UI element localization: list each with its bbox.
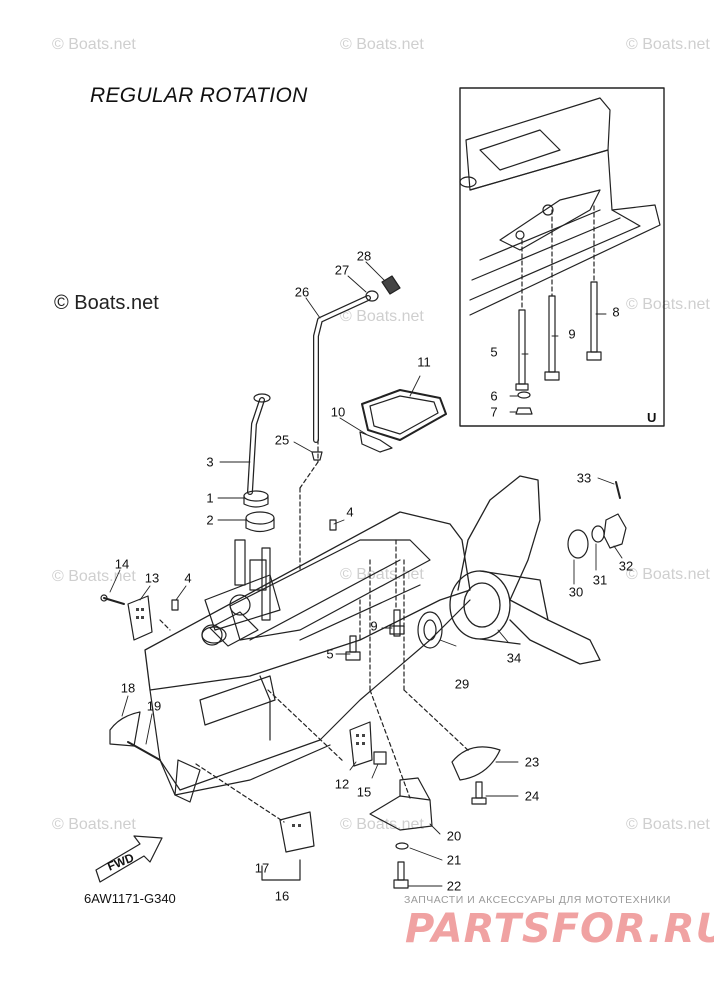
callout-4: 4: [184, 570, 192, 586]
bolts: [345, 609, 405, 765]
callout-15: 15: [356, 784, 372, 800]
inset-housing: [459, 97, 661, 316]
watermark: © Boats.net: [340, 36, 424, 53]
callout-1: 1: [206, 490, 214, 506]
copyright-note: © Boats.net: [54, 292, 159, 314]
callout-14: 14: [114, 556, 130, 572]
watermark: © Boats.net: [340, 816, 424, 833]
callout-12: 12: [334, 776, 350, 792]
watermark: © Boats.net: [626, 36, 710, 53]
drawing-code: 6AW1171-G340: [84, 891, 176, 906]
callout-5: 5: [490, 344, 498, 360]
callout-17: 17: [254, 860, 270, 876]
callout-25: 25: [274, 432, 290, 448]
callout-4b: 4: [346, 504, 354, 520]
cover: [451, 746, 501, 781]
callout-33: 33: [576, 470, 592, 486]
leader-lines: [159, 439, 471, 823]
callout-30: 30: [568, 584, 584, 600]
callout-11: 11: [417, 354, 431, 370]
spacer: [567, 529, 589, 559]
trim-tab: [109, 711, 141, 747]
callout-27: 27: [334, 262, 350, 278]
callout-bracket: [261, 859, 301, 881]
callout-18: 18: [120, 680, 136, 696]
water-pump: [201, 539, 281, 646]
callout-3: 3: [206, 454, 214, 470]
callout-8: 8: [612, 304, 620, 320]
callout-22: 22: [446, 878, 462, 894]
propeller: [449, 475, 601, 665]
callout-9b: 9: [370, 618, 378, 634]
watermark: © Boats.net: [340, 308, 424, 325]
watermark: © Boats.net: [626, 296, 710, 313]
brand-tagline: ЗАПЧАСТИ И АКСЕССУАРЫ ДЛЯ МОТОТЕХНИКИ: [404, 894, 671, 906]
inset-frame: [459, 87, 665, 427]
callout-leaders: [109, 261, 623, 887]
callout-34: 34: [506, 650, 522, 666]
callout-21: 21: [446, 852, 462, 868]
callout-32: 32: [618, 558, 634, 574]
grommets: [243, 490, 275, 533]
brand-logo: PARTSFOR.RU: [405, 906, 714, 952]
seal: [359, 389, 447, 453]
callout-9: 9: [568, 326, 576, 342]
callout-7: 7: [490, 404, 498, 420]
callout-19: 19: [146, 698, 162, 714]
inset-bolts: [515, 281, 602, 415]
watermark: © Boats.net: [626, 816, 710, 833]
callout-26: 26: [294, 284, 310, 300]
lower-unit-housing: [144, 511, 471, 803]
callout-31: 31: [592, 572, 608, 588]
thrust-washer: [417, 611, 443, 649]
prop-nut: [603, 513, 627, 549]
callout-5b: 5: [326, 646, 334, 662]
callout-6: 6: [490, 388, 498, 404]
callout-20: 20: [446, 828, 462, 844]
watermark: © Boats.net: [626, 566, 710, 583]
inset-label: U: [647, 410, 657, 425]
callout-23: 23: [524, 754, 540, 770]
washer: [591, 525, 605, 543]
callout-28: 28: [356, 248, 372, 264]
callout-2: 2: [206, 512, 214, 528]
plate: [369, 795, 433, 831]
watermark: © Boats.net: [52, 816, 136, 833]
watermark: © Boats.net: [52, 36, 136, 53]
callout-16: 16: [274, 888, 290, 904]
diagram-title: REGULAR ROTATION: [90, 84, 308, 107]
watermark: © Boats.net: [340, 566, 424, 583]
inset-leaders: [521, 205, 595, 311]
callout-29: 29: [454, 676, 470, 692]
callout-13: 13: [144, 570, 160, 586]
callout-10: 10: [330, 404, 346, 420]
callout-24: 24: [524, 788, 540, 804]
grommet: [311, 451, 323, 461]
fwd-arrow: [95, 835, 163, 883]
